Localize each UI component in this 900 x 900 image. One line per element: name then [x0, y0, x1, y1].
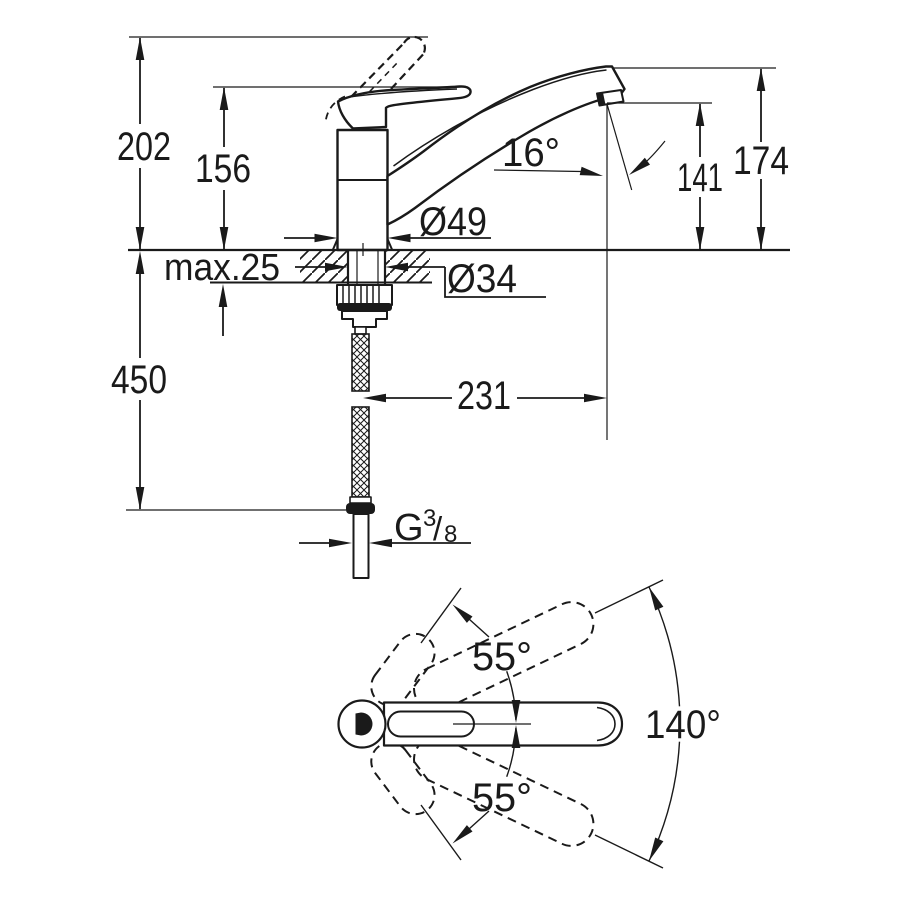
angle-limit-lines	[420, 579, 664, 869]
dim-spout-angle: 16°	[502, 131, 560, 175]
mounting-nut-ribs	[342, 286, 380, 303]
plan-view: 55° 55° 140°	[337, 579, 721, 869]
dim-total-height: 202	[117, 125, 171, 169]
dim-spout-top-height: 174	[733, 139, 789, 183]
dim-total-height-group: 202	[117, 37, 171, 250]
dim-lever-swing-upper-group: 55°	[452, 604, 532, 723]
dim-spout-reach: 231	[457, 374, 511, 418]
dim-outlet-height-group: 141	[677, 103, 723, 250]
dim-thread-size-group: G 3 / 8	[299, 505, 471, 549]
lever-positions-dashed	[370, 632, 436, 816]
dim-base-diameter: Ø49	[419, 200, 487, 244]
dim-lever-swing-lower: 55°	[472, 776, 532, 820]
dim-lever-swing-lower-group: 55°	[452, 725, 532, 844]
hose-connector-nut	[346, 503, 375, 514]
mounting-shank	[336, 250, 393, 335]
dim-base-diameter-group: Ø49	[284, 200, 491, 244]
supply-hose	[346, 333, 375, 579]
faucet-spout	[386, 65, 626, 226]
dim-thread-slash: /	[433, 510, 443, 547]
dim-swivel-range: 140°	[645, 703, 721, 747]
outlet-tilted-axis-line	[606, 103, 633, 191]
dim-hole-diameter-group: Ø34	[295, 257, 546, 301]
dim-thread-numerator: 3	[423, 505, 436, 532]
spout-positions-dashed	[413, 601, 595, 847]
dim-hose-length: 450	[111, 358, 167, 402]
faucet-lever	[336, 85, 472, 130]
dim-outlet-height: 141	[677, 156, 723, 200]
faucet-body	[332, 128, 393, 256]
dim-thread-denominator: 8	[444, 521, 457, 548]
dim-body-height-group: 156	[195, 87, 251, 250]
dim-swivel-range-group: 140°	[645, 586, 721, 862]
dim-lever-swing-upper: 55°	[472, 635, 532, 679]
mounting-nut	[336, 284, 393, 306]
dim-deck-thickness-group: max.25	[164, 247, 280, 336]
dim-spout-top-height-group: 174	[733, 68, 789, 250]
dim-deck-thickness: max.25	[164, 247, 280, 289]
extension-lines	[126, 36, 776, 511]
side-view: 202 156 450 max.25	[111, 35, 790, 579]
dim-thread-letter: G	[394, 507, 424, 549]
hose-collar	[349, 496, 372, 504]
dim-spout-angle-group: 16°	[493, 131, 666, 176]
dim-hole-diameter: Ø34	[447, 257, 517, 301]
cartridge-keyhole	[355, 712, 373, 736]
connection-tube	[352, 513, 370, 579]
dim-body-height: 156	[195, 147, 251, 191]
dim-spout-reach-group: 231	[363, 374, 607, 418]
dim-hose-length-group: 450	[111, 251, 167, 510]
